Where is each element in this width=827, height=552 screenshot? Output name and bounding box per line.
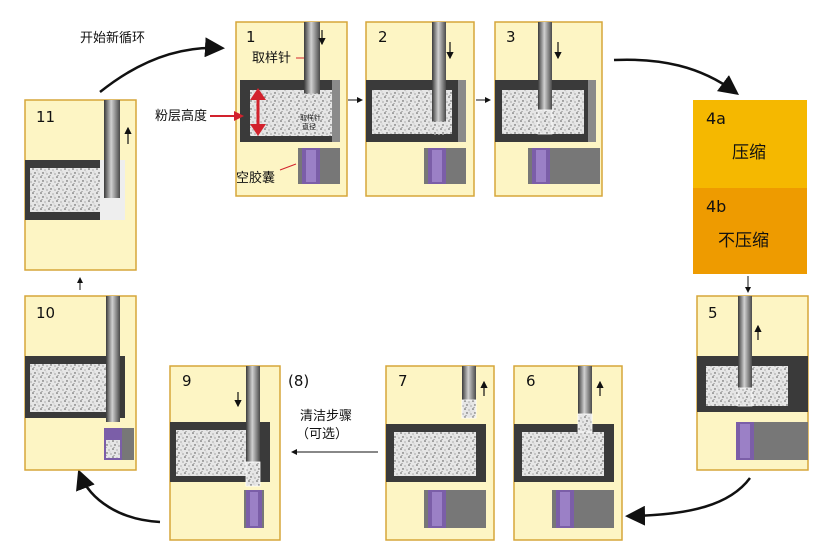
step-4b-text: 不压缩 [718, 231, 769, 251]
powder-height-label: 粉层高度 [155, 108, 207, 124]
arrow-3-to-4 [613, 58, 740, 95]
panel-step-10: 10 [24, 295, 137, 471]
arrow-11-to-1 [99, 37, 225, 93]
step-8-label: (8) [288, 372, 309, 390]
step-number: 3 [506, 28, 516, 46]
panel-step-1: 1 取样针 取样针 直径 [235, 21, 348, 197]
panel-step-5: 5 [696, 295, 809, 471]
empty-capsule-label: 空胶囊 [236, 170, 275, 186]
new-cycle-label: 开始新循环 [80, 30, 145, 46]
step-number: 11 [36, 108, 55, 126]
arrow-5-to-6 [625, 477, 752, 526]
step-number: 6 [526, 372, 536, 390]
needle-diameter-label-2: 直径 [302, 122, 316, 131]
needle-diameter-label-1: 取样针 [300, 113, 321, 122]
compress-box: 4a 压缩 4b 不压缩 [693, 100, 807, 274]
panel-step-7: 7 [385, 365, 495, 541]
step-4a-text: 压缩 [732, 143, 766, 163]
step-number: 10 [36, 304, 55, 322]
arrow-9-to-10 [76, 469, 161, 524]
panel-step-3: 3 [494, 21, 603, 197]
step-4a-number: 4a [706, 109, 726, 128]
step-number: 1 [246, 28, 256, 46]
panel-step-9: 9 [169, 365, 281, 541]
step-number: 7 [398, 372, 408, 390]
cleaning-label-1: 清洁步骤 [300, 409, 352, 424]
step-number: 5 [708, 304, 718, 322]
cleaning-label-2: （可选） [296, 427, 348, 442]
sampling-needle-label: 取样针 [252, 51, 291, 66]
panel-step-11: 11 [24, 99, 137, 271]
panel-step-6: 6 [513, 365, 623, 541]
step-number: 9 [182, 372, 192, 390]
step-4b-number: 4b [706, 197, 726, 216]
panel-step-2: 2 [365, 21, 475, 197]
step-number: 2 [378, 28, 388, 46]
